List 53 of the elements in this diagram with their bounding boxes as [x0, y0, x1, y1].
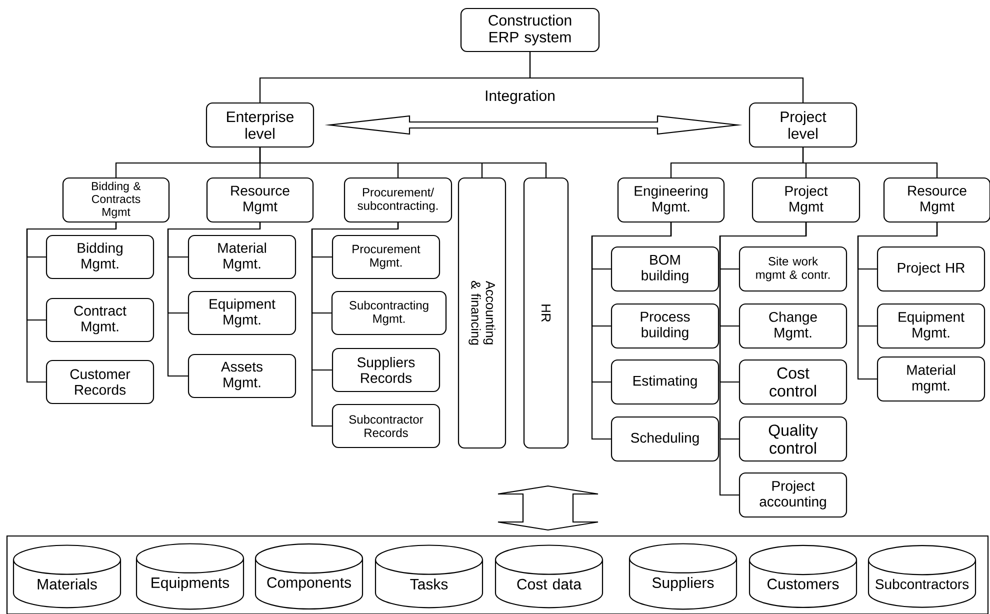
connector-line [259, 148, 547, 178]
connector-line [857, 222, 938, 380]
process-box: Bidding Mgmt. [46, 234, 154, 280]
process-box: Material Mgmt. [188, 234, 296, 280]
database-panel [6, 535, 989, 614]
double-arrow [497, 485, 599, 531]
process-box: BOM building [610, 246, 720, 292]
database-cylinder: Materials [12, 544, 122, 608]
process-box: Procurement/ subcontracting. [344, 177, 452, 223]
process-box: Quality control [738, 416, 848, 462]
process-box: Project accounting [738, 472, 848, 518]
process-box: Bidding & Contracts Mgmt [62, 177, 170, 223]
process-box: Process building [610, 303, 720, 349]
database-cylinder: Tasks [374, 544, 484, 608]
process-box: Equipment Mgmt. [188, 290, 296, 336]
connector-line [591, 222, 672, 440]
connector-line [26, 222, 117, 383]
process-box: Construction ERP system [460, 8, 600, 52]
edge-label: Integration [484, 89, 556, 105]
process-box: Project Mgmt [752, 177, 860, 223]
database-cylinder: Suppliers [628, 543, 738, 610]
process-box: Cost control [738, 359, 848, 405]
database-cylinder: Subcontractors [868, 545, 976, 608]
process-box: Estimating [610, 359, 720, 405]
process-box: Engineering Mgmt. [617, 177, 725, 223]
connector-line [311, 222, 399, 427]
process-box: Contract Mgmt. [46, 298, 154, 342]
process-box: Accounting & financing [458, 177, 506, 449]
process-box: Customer Records [46, 360, 154, 404]
process-box: Procurement Mgmt. [332, 234, 440, 280]
process-box: Material mgmt. [876, 356, 986, 402]
database-cylinder: Components [254, 543, 364, 610]
connector-line [802, 148, 938, 178]
process-box: Change Mgmt. [738, 303, 848, 349]
database-cylinder: Cost data [494, 544, 604, 608]
process-box: Site work mgmt & contr. [738, 246, 848, 292]
database-cylinder: Customers [748, 544, 858, 608]
process-box: Project HR [876, 246, 986, 292]
database-cylinder: Equipments [136, 543, 244, 610]
process-box: Assets Mgmt. [188, 354, 296, 398]
process-box: Equipment Mgmt. [876, 303, 986, 349]
process-box: Scheduling [610, 416, 720, 462]
process-box: Project level [748, 102, 858, 148]
process-box: Enterprise level [206, 102, 314, 148]
process-box: HR [523, 177, 569, 449]
process-box: Subcontractor Records [332, 404, 440, 448]
process-box: Suppliers Records [332, 348, 440, 392]
process-box: Resource Mgmt [206, 177, 314, 223]
connector-line [529, 52, 804, 102]
connector-line [167, 222, 261, 377]
process-box: Resource Mgmt [883, 177, 990, 223]
connector-line [719, 222, 807, 496]
process-box: Subcontracting Mgmt. [331, 290, 447, 336]
